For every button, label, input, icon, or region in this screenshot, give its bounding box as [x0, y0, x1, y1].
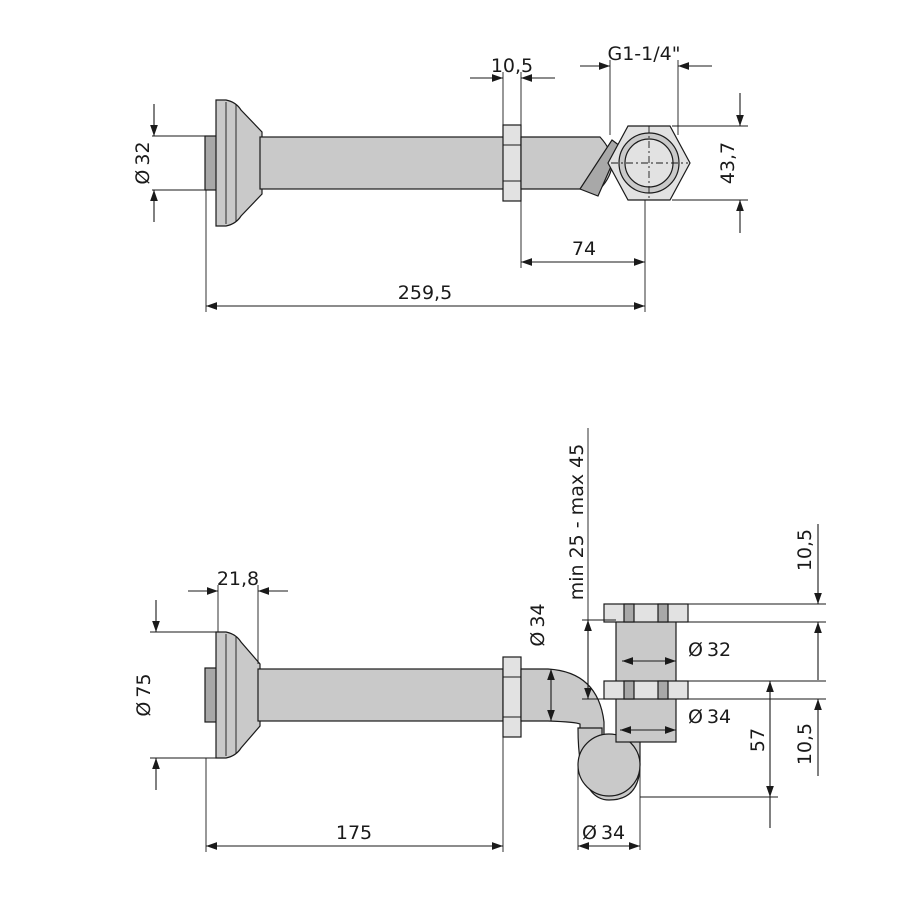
hex-outlet-nut: [607, 125, 691, 201]
union-nut-side: [502, 656, 522, 738]
outlet-upper-nut: [603, 603, 689, 623]
drain-tube-side: [257, 668, 504, 722]
svg-text:259,5: 259,5: [398, 282, 452, 304]
drain-tube: [259, 136, 506, 190]
svg-text:Ø32: Ø32: [132, 141, 154, 184]
union-nut: [502, 124, 522, 202]
dim-diameter-32-top: Ø32: [132, 104, 205, 222]
svg-text:10,5: 10,5: [794, 723, 816, 765]
dim-nut-10-5: 10,5: [470, 55, 555, 125]
svg-text:10,5: 10,5: [794, 529, 816, 571]
top-view: Ø32 259,5 74 10,5: [132, 43, 748, 312]
dim-length-259-5: 259,5: [205, 190, 646, 312]
svg-text:G1-1/4": G1-1/4": [608, 43, 681, 65]
svg-text:Ø34: Ø34: [582, 822, 625, 844]
dim-bottom-10-5: 10,5: [688, 680, 826, 776]
svg-text:min 25 - max 45: min 25 - max 45: [566, 444, 588, 601]
svg-text:Ø34: Ø34: [527, 603, 549, 646]
svg-text:Ø75: Ø75: [133, 673, 155, 716]
dim-diameter-75: Ø75: [133, 600, 216, 790]
wall-flange-side: [204, 631, 261, 759]
svg-text:Ø32: Ø32: [688, 639, 731, 661]
svg-text:57: 57: [747, 728, 769, 752]
svg-text:10,5: 10,5: [491, 55, 533, 77]
dim-offset-74: 74: [520, 201, 645, 268]
dim-length-175: 175: [205, 737, 504, 852]
trap-bottom: [577, 727, 641, 801]
dim-thread-g1-1-4: G1-1/4": [580, 43, 712, 135]
wall-flange: [204, 99, 263, 227]
svg-text:Ø34: Ø34: [688, 706, 731, 728]
dim-height-57: 57: [640, 681, 778, 828]
outlet-lower-nut: [603, 680, 689, 700]
side-view: Ø75 21,8 175 Ø34: [133, 428, 826, 852]
svg-text:43,7: 43,7: [717, 142, 739, 184]
svg-text:74: 74: [572, 238, 596, 260]
dim-diameter-34-inlet: Ø34: [527, 603, 555, 721]
svg-text:21,8: 21,8: [217, 568, 259, 590]
dim-flange-21-8: 21,8: [188, 568, 288, 664]
svg-text:175: 175: [336, 822, 372, 844]
dim-adjust-range: min 25 - max 45: [566, 428, 616, 700]
dim-top-10-5: 10,5: [688, 524, 826, 680]
dim-height-43-7: 43,7: [672, 93, 748, 233]
